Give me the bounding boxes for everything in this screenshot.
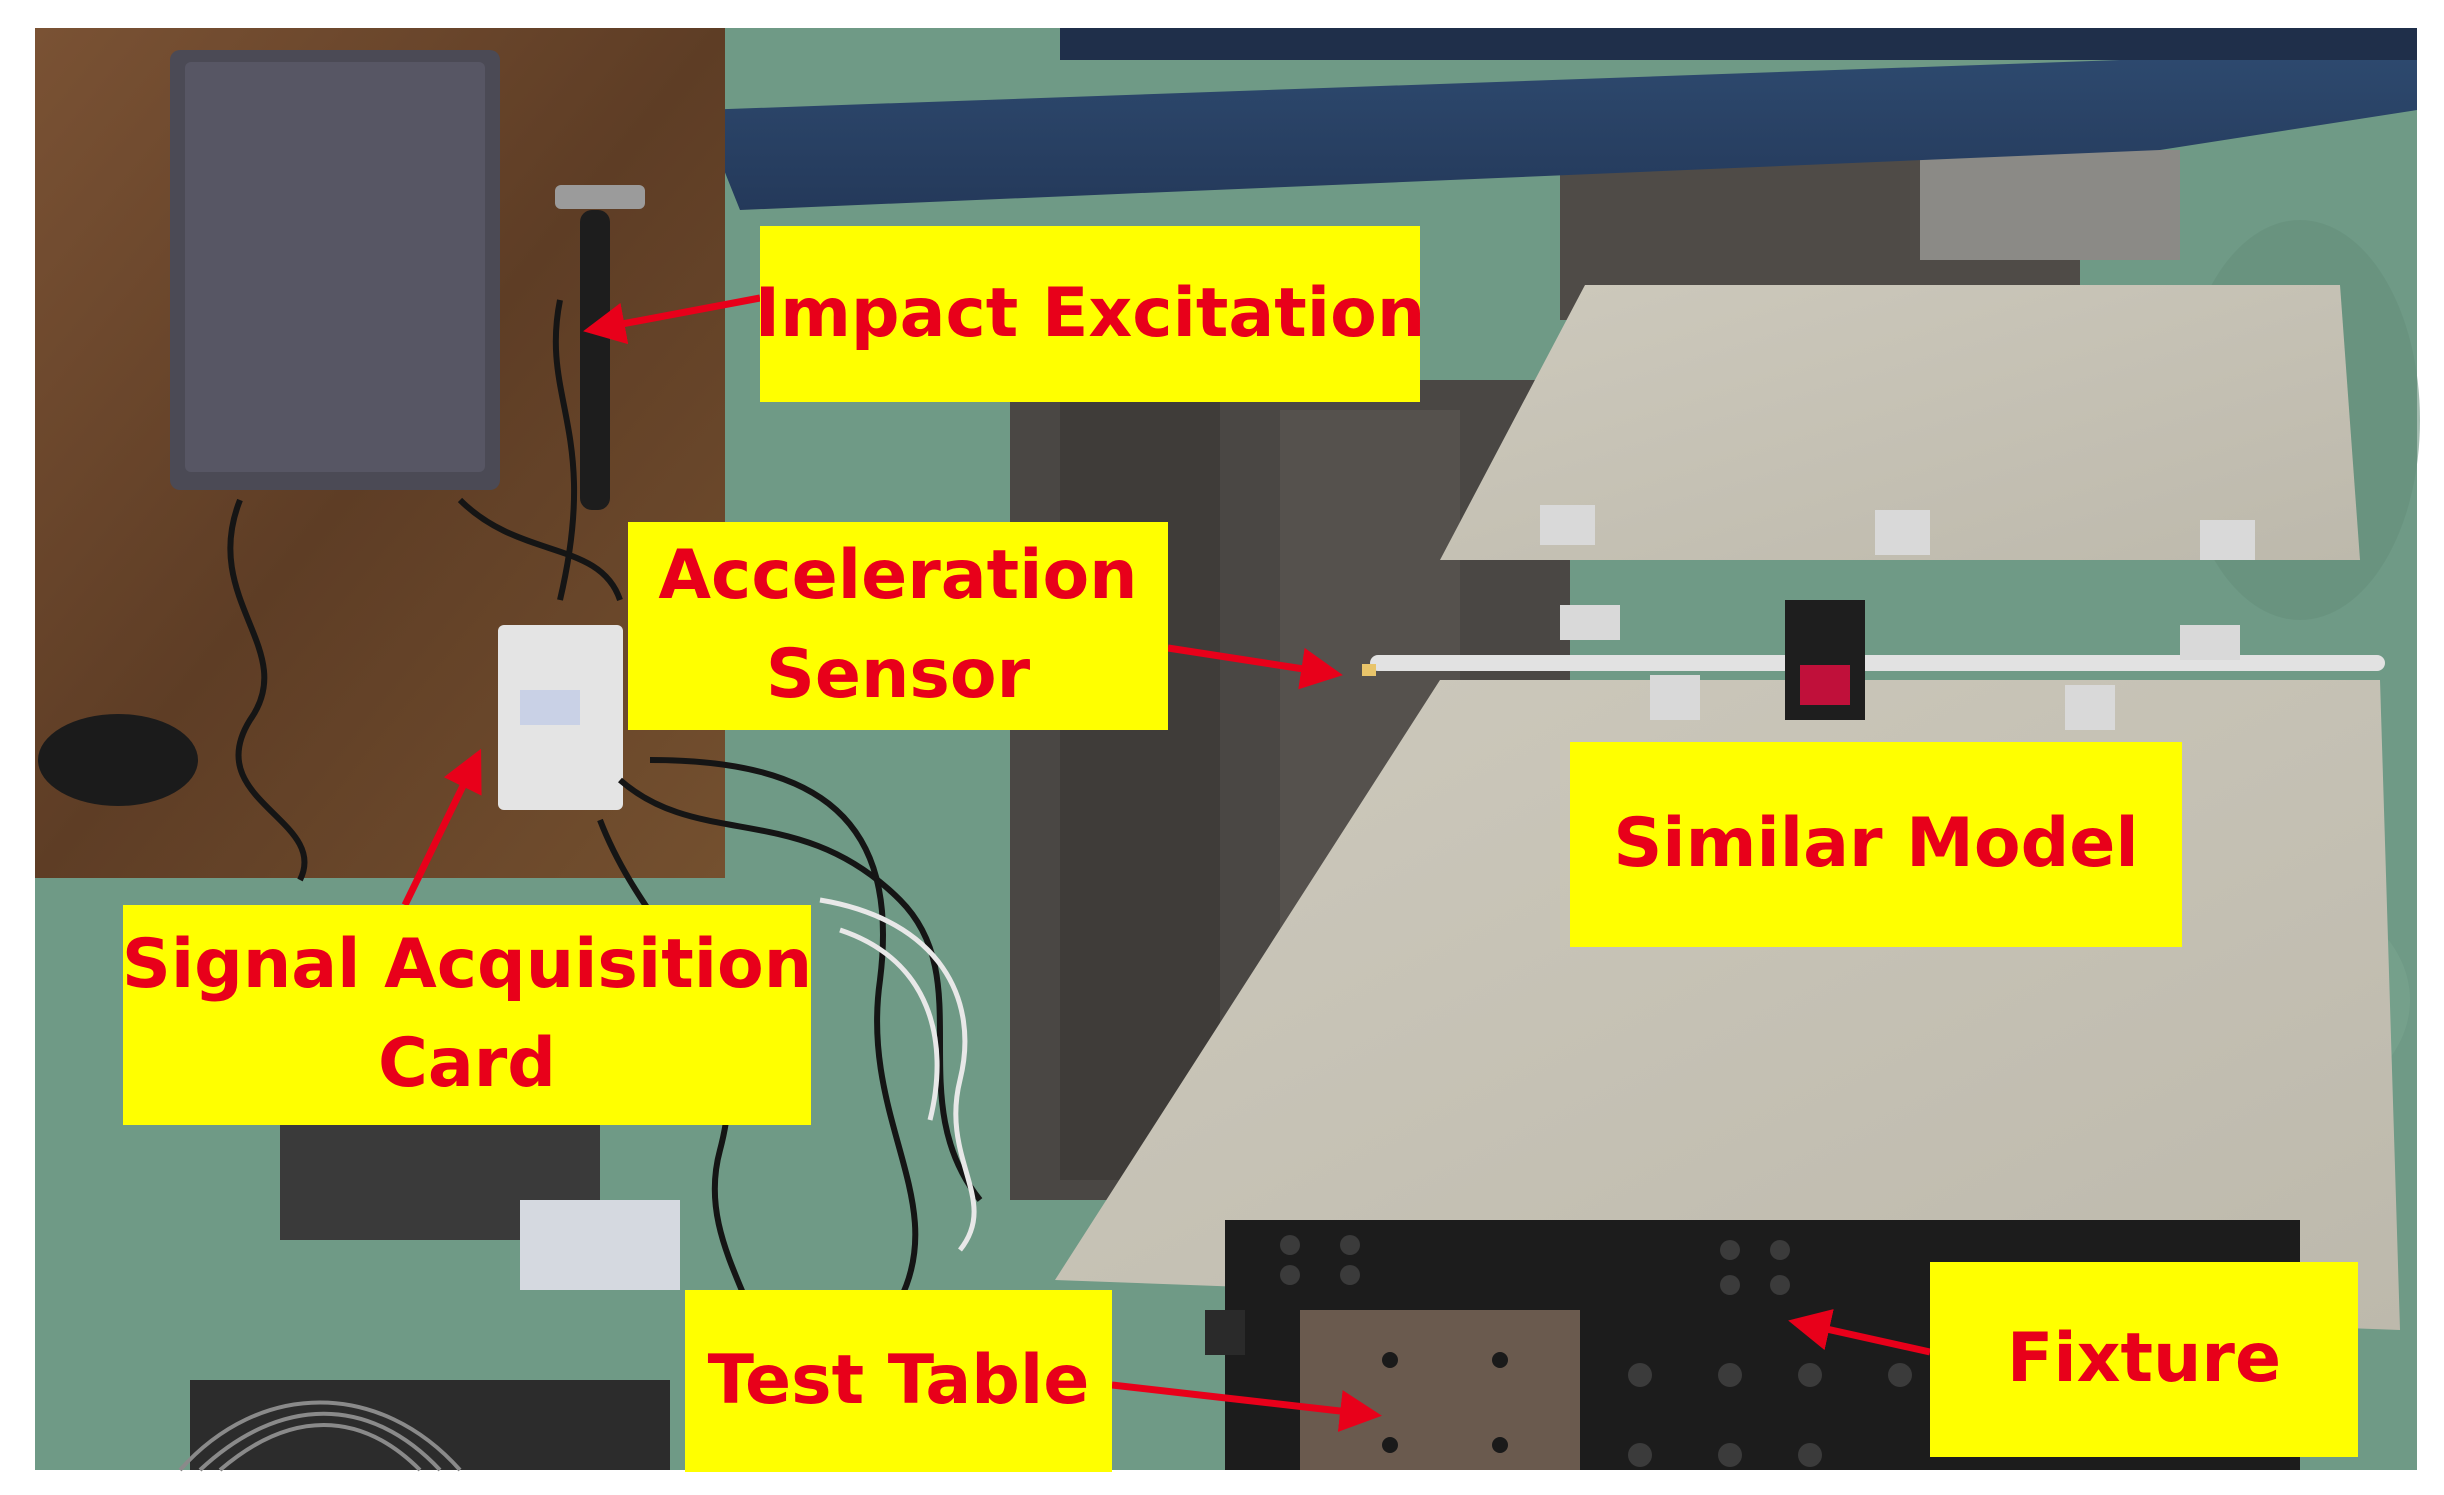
model-actuator-light <box>1800 665 1850 705</box>
computer-mouse <box>38 714 198 806</box>
steel-block <box>1920 150 2180 260</box>
model-brackets <box>1540 505 2255 730</box>
power-strip <box>520 1200 680 1290</box>
arrow-fixture <box>1788 1309 1931 1356</box>
test-table-holes <box>1382 1352 1508 1453</box>
arrow-test-table <box>1111 1381 1382 1432</box>
impact-hammer <box>580 210 610 510</box>
label-acceleration-sensor: Acceleration Sensor <box>628 522 1168 730</box>
laptop-lid <box>185 62 485 472</box>
arrow-acceleration-sensor <box>1167 644 1343 690</box>
annotation-arrows <box>401 294 1931 1432</box>
arrow-signal-acquisition-card <box>401 748 482 907</box>
small-sensor-box <box>1205 1310 1245 1355</box>
coiled-cable <box>178 1400 462 1472</box>
hammer-head <box>555 185 645 209</box>
label-similar-model: Similar Model <box>1570 742 2182 947</box>
blue-beam-top <box>1060 28 2417 60</box>
label-test-table: Test Table <box>685 1290 1112 1472</box>
test-table-plate <box>1300 1310 1580 1470</box>
label-signal-acquisition-card: Signal Acquisition Card <box>122 905 812 1125</box>
acceleration-sensor-mark <box>1362 664 1376 676</box>
equipment-case <box>190 1380 670 1470</box>
blue-beam <box>700 30 2417 210</box>
label-fixture: Fixture <box>1930 1262 2358 1457</box>
label-impact-excitation: Impact Excitation <box>755 226 1425 402</box>
white-cables <box>819 897 977 1252</box>
fixture-bolts <box>1280 1235 1912 1467</box>
model-beam-rod <box>1370 655 2385 671</box>
acquisition-box-sticker <box>520 690 580 725</box>
model-upper-panel <box>1440 285 2360 560</box>
arrow-impact-excitation <box>583 294 761 345</box>
